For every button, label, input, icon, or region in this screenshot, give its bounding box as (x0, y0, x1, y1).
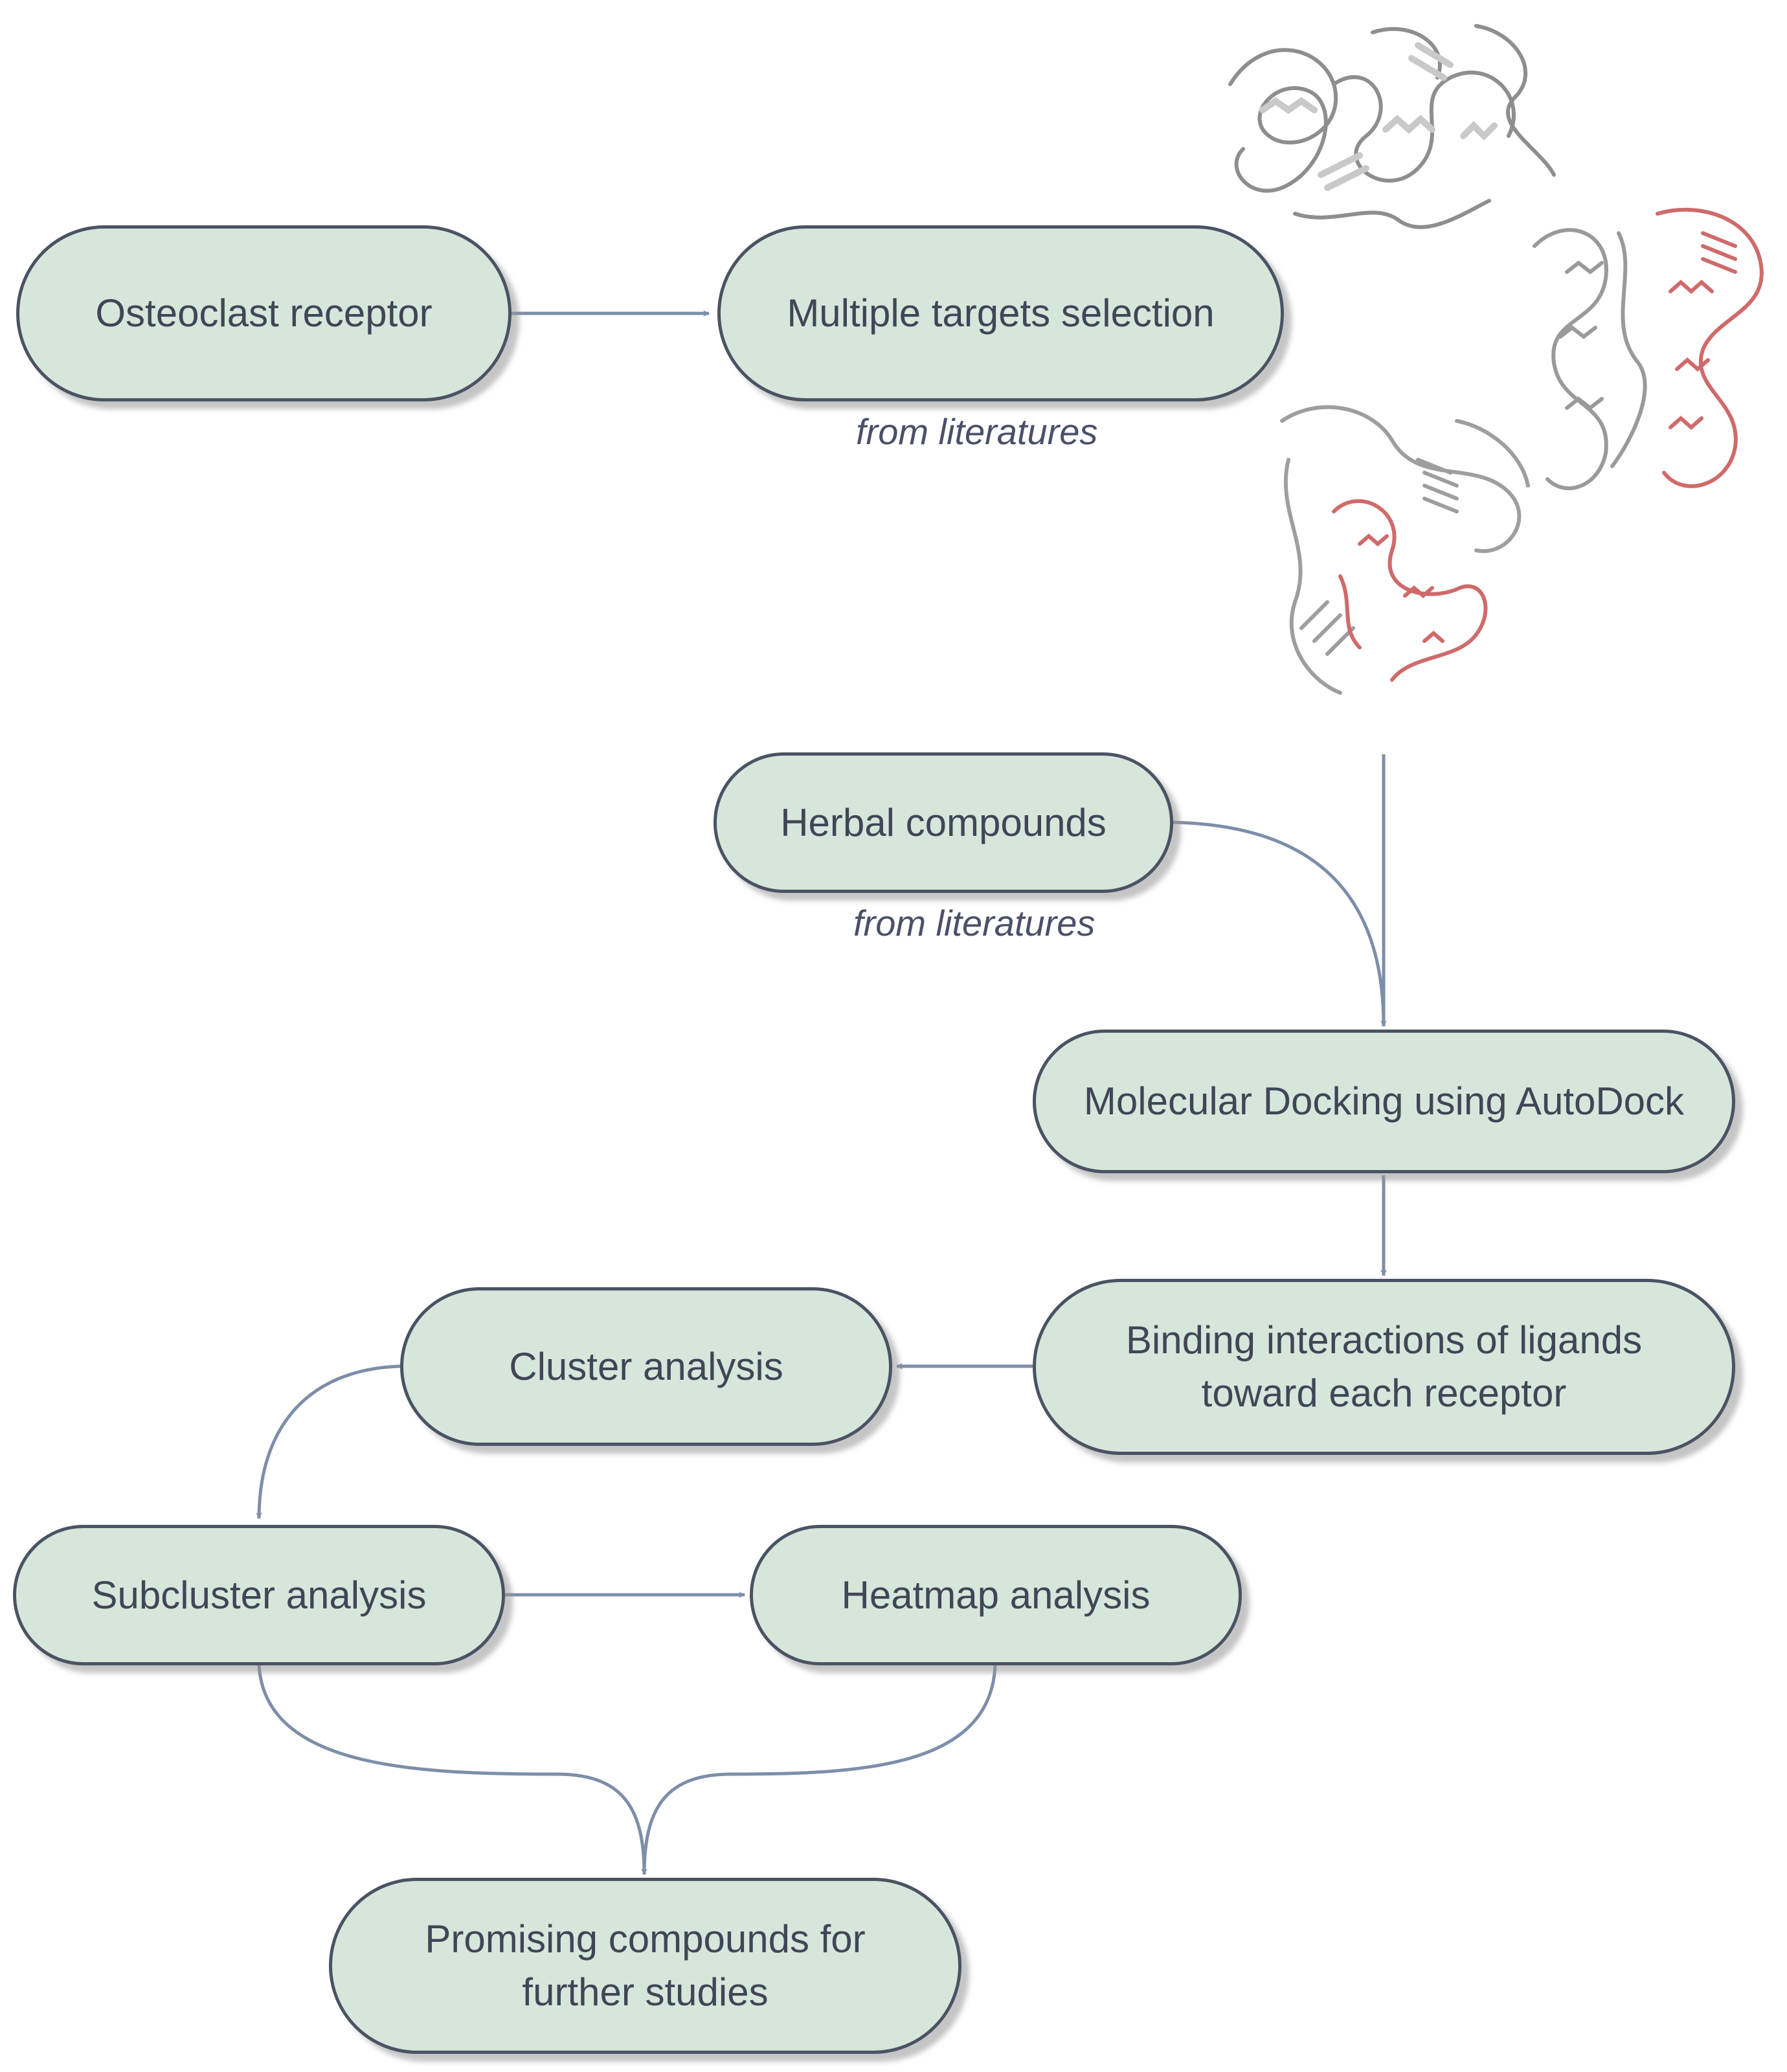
compounds-source-note: from literatures (853, 903, 1096, 943)
osteoclast-receptor-node: Osteoclast receptor (16, 225, 511, 401)
subcluster-analysis-node: Subcluster analysis (13, 1525, 505, 1665)
arrow-cluster-to-subcluster (256, 1364, 401, 1519)
protein-structure-2-icon (1533, 207, 1764, 491)
heatmap-analysis-node: Heatmap analysis (750, 1525, 1242, 1665)
herbal-compounds-node: Herbal compounds (714, 752, 1173, 893)
heatmap-analysis-label: Heatmap analysis (841, 1573, 1151, 1617)
osteoclast-receptor-label: Osteoclast receptor (95, 291, 433, 335)
promising-compounds-label-line2: further studies (522, 1970, 769, 2014)
protein-structure-3-icon (1280, 405, 1530, 695)
promising-compounds-node: Promising compounds for further studies (329, 1878, 961, 2054)
multiple-targets-label: Multiple targets selection (787, 291, 1215, 335)
cluster-analysis-node: Cluster analysis (400, 1287, 892, 1446)
arrow-herbal-to-docking (1173, 820, 1386, 1027)
targets-source-note: from literatures (856, 411, 1098, 452)
protein-structure-1-icon (1228, 24, 1556, 229)
binding-interactions-label-line1: Binding interactions of ligands (1125, 1318, 1643, 1362)
molecular-docking-label: Molecular Docking using AutoDock (1083, 1079, 1685, 1123)
molecular-docking-node: Molecular Docking using AutoDock (1033, 1030, 1735, 1173)
cluster-analysis-label: Cluster analysis (509, 1344, 783, 1388)
subcluster-analysis-label: Subcluster analysis (91, 1573, 427, 1617)
promising-compounds-label-line1: Promising compounds for (425, 1917, 866, 1961)
arrow-subcluster-to-promising (257, 1665, 647, 1875)
multiple-targets-node: Multiple targets selection (717, 225, 1284, 401)
herbal-compounds-label: Herbal compounds (780, 800, 1107, 844)
binding-interactions-node: Binding interactions of ligands toward e… (1033, 1279, 1735, 1455)
binding-interactions-label-line2: toward each receptor (1201, 1371, 1567, 1415)
arrow-heatmap-to-promising (642, 1665, 997, 1875)
